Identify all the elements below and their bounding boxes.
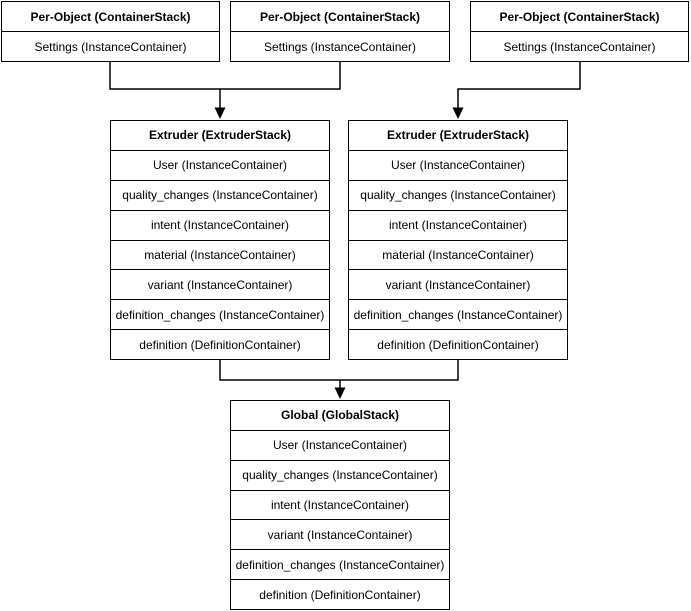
node-per-object-stack-3: Per-Object (ContainerStack) Settings (In… xyxy=(470,1,689,62)
node-title: Per-Object (ContainerStack) xyxy=(499,9,660,24)
row-quality-changes: quality_changes (InstanceContainer) xyxy=(349,179,567,210)
row-user: User (InstanceContainer) xyxy=(349,149,567,180)
row-variant: variant (InstanceContainer) xyxy=(231,519,449,549)
row-material: material (InstanceContainer) xyxy=(349,239,567,270)
row-material: material (InstanceContainer) xyxy=(111,239,329,270)
node-per-object-stack-2: Per-Object (ContainerStack) Settings (In… xyxy=(230,1,450,62)
row-definition: definition (DefinitionContainer) xyxy=(111,329,329,359)
row-quality-changes: quality_changes (InstanceContainer) xyxy=(231,459,449,490)
row-definition-changes: definition_changes (InstanceContainer) xyxy=(111,299,329,329)
node-title: Extruder (ExtruderStack) xyxy=(386,128,530,143)
row-definition-changes: definition_changes (InstanceContainer) xyxy=(349,299,567,329)
node-global-stack: Global (GlobalStack) User (InstanceConta… xyxy=(230,400,450,610)
row-intent: intent (InstanceContainer) xyxy=(111,209,329,240)
row-definition-changes: definition_changes (InstanceContainer) xyxy=(231,549,449,579)
node-title: Per-Object (ContainerStack) xyxy=(259,9,421,24)
row-definition: definition (DefinitionContainer) xyxy=(349,329,567,359)
arrow-down-extruder-2-icon xyxy=(452,107,464,119)
node-extruder-stack-2: Extruder (ExtruderStack) User (InstanceC… xyxy=(348,120,568,360)
node-title: Extruder (ExtruderStack) xyxy=(148,128,292,143)
edge-extruders-bus xyxy=(219,360,459,381)
row-settings: Settings (InstanceContainer) xyxy=(471,31,688,61)
node-title: Global (GlobalStack) xyxy=(280,408,400,423)
row-settings: Settings (InstanceContainer) xyxy=(2,31,219,61)
arrow-down-global-icon xyxy=(334,387,346,399)
row-variant: variant (InstanceContainer) xyxy=(111,269,329,299)
row-intent: intent (InstanceContainer) xyxy=(231,489,449,520)
row-user: User (InstanceContainer) xyxy=(111,149,329,180)
row-settings: Settings (InstanceContainer) xyxy=(231,31,449,61)
row-quality-changes: quality_changes (InstanceContainer) xyxy=(111,179,329,210)
edge-per-object-3 xyxy=(457,61,581,110)
edge-per-object-1-2-bus xyxy=(109,61,341,90)
row-user: User (InstanceContainer) xyxy=(231,429,449,460)
row-definition: definition (DefinitionContainer) xyxy=(231,579,449,609)
node-per-object-stack-1: Per-Object (ContainerStack) Settings (In… xyxy=(1,1,220,62)
node-extruder-stack-1: Extruder (ExtruderStack) User (InstanceC… xyxy=(110,120,330,360)
row-variant: variant (InstanceContainer) xyxy=(349,269,567,299)
node-title: Per-Object (ContainerStack) xyxy=(30,9,191,24)
arrow-down-extruder-1-icon xyxy=(214,107,226,119)
row-intent: intent (InstanceContainer) xyxy=(349,209,567,240)
